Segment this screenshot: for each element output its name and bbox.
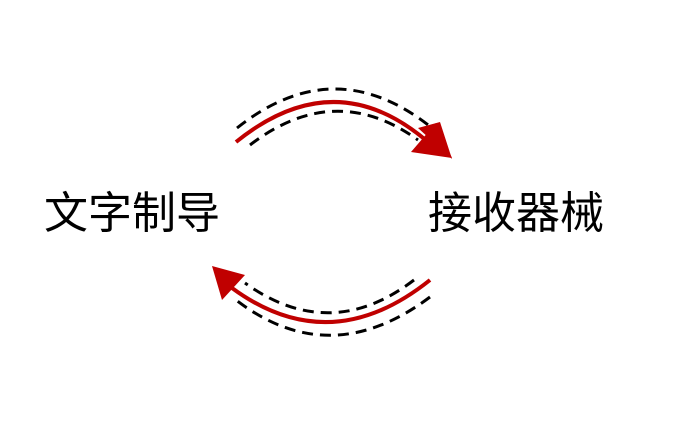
top-arrowhead-icon-fill xyxy=(411,123,452,158)
bottom-arc-line xyxy=(230,278,432,324)
top-dashed-inner xyxy=(249,109,419,147)
bottom-dashed-inner xyxy=(244,278,415,315)
top-dashed-outer xyxy=(236,87,433,130)
top-arc-line xyxy=(234,100,430,144)
bottom-arrow xyxy=(212,266,432,337)
right-node-label: 接收器械 xyxy=(428,188,604,239)
bottom-arrowhead-icon xyxy=(212,266,245,300)
left-node-label: 文字制导 xyxy=(44,188,220,239)
bottom-dashed-outer xyxy=(235,295,431,337)
top-arrow xyxy=(234,87,452,159)
